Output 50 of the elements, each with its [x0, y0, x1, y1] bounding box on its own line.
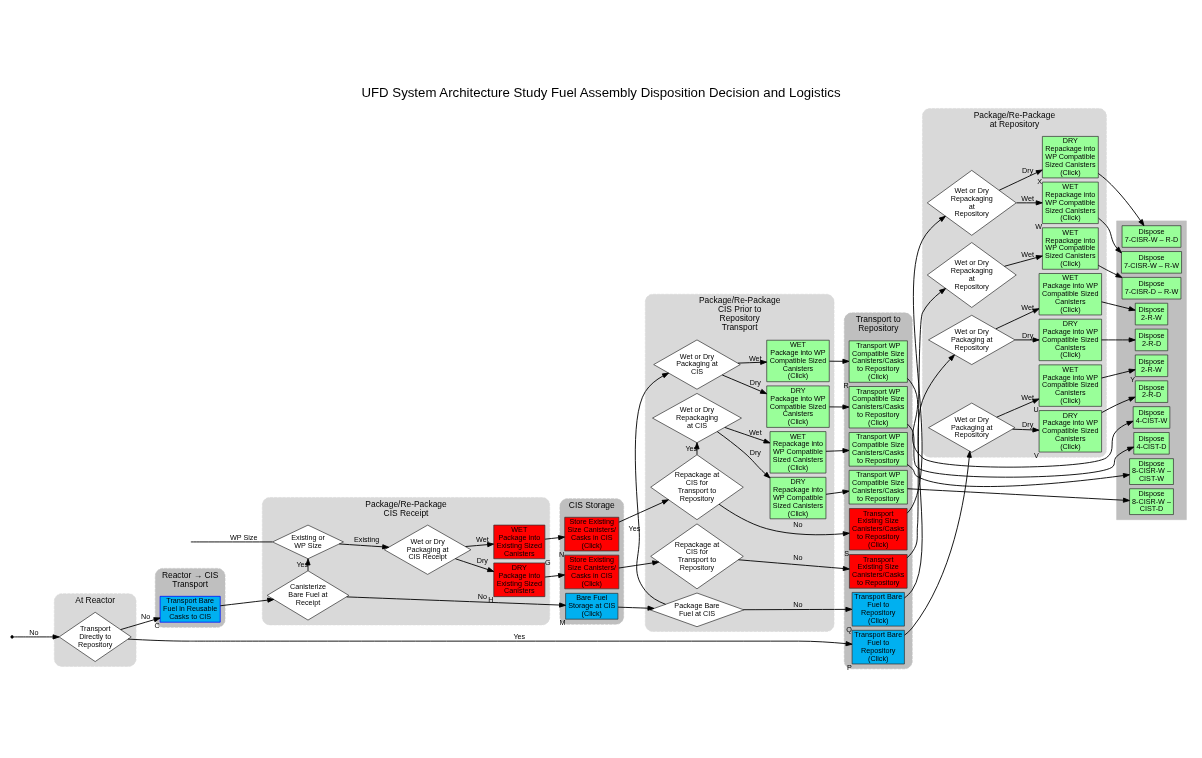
- arrow: [998, 169, 1043, 191]
- arrow: [996, 398, 1040, 418]
- arrow: [995, 308, 1040, 330]
- arrow: [1101, 337, 1136, 343]
- arrow: [907, 488, 1130, 503]
- arrow: [618, 560, 660, 569]
- arrow: [737, 359, 768, 365]
- arrow: [1014, 337, 1040, 343]
- arrow: [906, 464, 1130, 487]
- arrow: [828, 358, 850, 364]
- arrow: [544, 535, 566, 541]
- arrow: [1097, 173, 1145, 227]
- arrow: [825, 489, 850, 495]
- arrow: [904, 354, 955, 599]
- arrow: [617, 605, 655, 611]
- arrow: [694, 442, 700, 456]
- arrow: [346, 596, 567, 608]
- arrow: [724, 427, 771, 444]
- arrow: [825, 448, 850, 454]
- arrow: [718, 503, 850, 537]
- arrow: [127, 638, 853, 647]
- arrow: [904, 450, 972, 636]
- arrow: [743, 606, 853, 612]
- arrow: [544, 573, 566, 579]
- arrow: [738, 559, 850, 572]
- arrow: [1004, 255, 1043, 267]
- arrow: [907, 377, 1134, 468]
- diagram-title: UFD System Architecture Study Fuel Assembly Disposition Decision and Logistics: [361, 85, 841, 101]
- arrow: [906, 288, 947, 559]
- arrow: [907, 423, 1135, 478]
- arrow: [465, 542, 495, 548]
- arrow: [828, 404, 850, 410]
- arrow: [634, 372, 670, 605]
- arrow: [1101, 301, 1136, 312]
- arrow: [1101, 368, 1136, 379]
- arrow: [219, 597, 275, 607]
- arrow: [716, 431, 771, 479]
- arrow: [721, 374, 768, 395]
- arrow: [120, 617, 161, 631]
- arrow: [454, 558, 495, 573]
- arrow: [305, 558, 311, 572]
- arrow: [1101, 396, 1136, 413]
- arrow: [13, 634, 60, 640]
- arrow: [1016, 200, 1043, 206]
- arrow: [1012, 427, 1040, 433]
- arrow: [906, 215, 946, 514]
- arrow: [338, 543, 390, 550]
- arrow: [618, 499, 669, 523]
- arrow: [1097, 264, 1123, 278]
- arrow: [1098, 217, 1122, 254]
